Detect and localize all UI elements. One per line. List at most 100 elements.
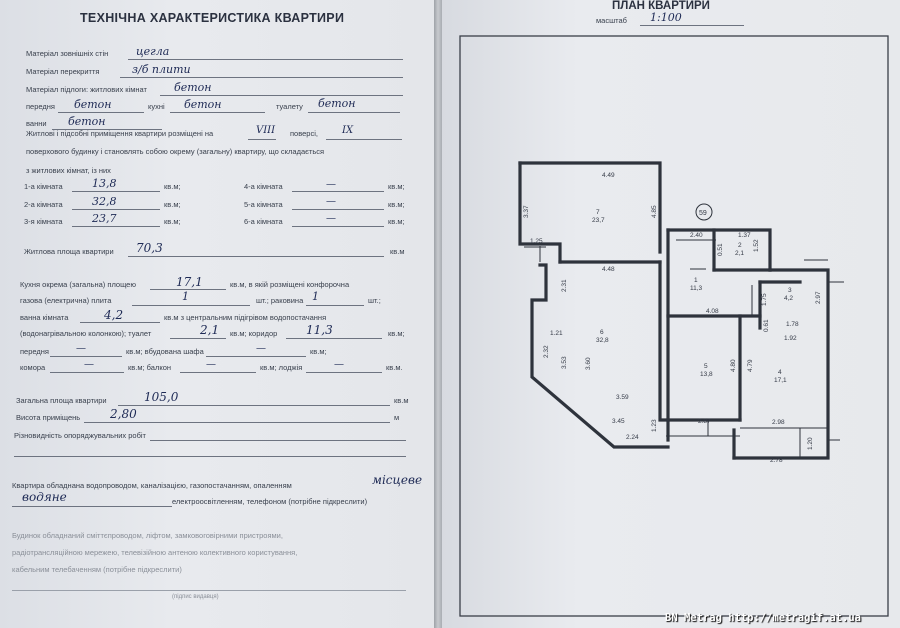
dim-2.78: 2.78 <box>770 457 783 464</box>
loggia-label: кв.м; лоджія <box>260 363 303 372</box>
dim-1.20: 1.20 <box>807 437 814 450</box>
heating-value: місцеве <box>372 473 423 487</box>
dim-1.52: 1.52 <box>753 239 760 252</box>
ceiling-label: Матеріал перекриття <box>26 67 100 76</box>
room-2-label: 2-а кімната <box>24 200 63 209</box>
sink-value: 1 <box>312 290 319 303</box>
kitchen-area-value: 17,1 <box>176 275 203 289</box>
dim-1.25: 1.25 <box>530 238 543 245</box>
stove-value: 1 <box>182 290 189 303</box>
room-4-line <box>292 191 384 192</box>
dim-2.87: 2.87 <box>698 418 711 425</box>
balcony-value: — <box>206 359 216 370</box>
room-7-area: 23,7 <box>592 217 605 224</box>
room-1-line <box>72 191 160 192</box>
floor-hall-label: передня <box>26 102 55 111</box>
dim-2.24: 2.24 <box>626 434 639 441</box>
height-line <box>84 422 390 423</box>
floor-line <box>160 95 403 96</box>
building-line1: Будинок обладнаний сміттєпроводом, ліфто… <box>12 531 283 540</box>
document-left-page <box>0 0 436 628</box>
room-3-value: 23,7 <box>92 212 117 225</box>
location-floor-line <box>248 139 276 140</box>
room-1-number: 1 <box>694 277 698 284</box>
total-area-line <box>118 405 390 406</box>
room-6-unit: кв.м; <box>388 217 405 226</box>
room-1-label: 1-а кімната <box>24 182 63 191</box>
plan-walls <box>518 161 830 460</box>
dim-2.32: 2.32 <box>543 345 550 358</box>
location-floor-value: VIII <box>256 125 276 136</box>
dim-2.31: 2.31 <box>561 279 568 292</box>
water-line <box>12 506 172 507</box>
signature-line <box>12 590 406 591</box>
wardrobe-value: — <box>256 343 266 354</box>
room-5-number: 5 <box>704 363 708 370</box>
location-line2: поверхового будинку і становлять собою о… <box>26 147 325 156</box>
room-4-area: 17,1 <box>774 377 787 384</box>
dim-4.85: 4.85 <box>651 205 658 218</box>
corridor-unit: кв.м; <box>388 329 405 338</box>
room-5-unit: кв.м; <box>388 200 405 209</box>
room-6-area: 32,8 <box>596 337 609 344</box>
plan-details <box>524 203 844 458</box>
total-area-unit: кв.м <box>394 396 409 405</box>
dim-0.51: 0.51 <box>717 243 724 256</box>
floor-bath-value: бетон <box>68 115 106 128</box>
water-value: водяне <box>22 490 67 504</box>
dim-4.80: 4.80 <box>730 359 737 372</box>
room-1-value: 13,8 <box>92 177 117 190</box>
bath-post: кв.м з центральним підігрівом водопостач… <box>164 313 327 322</box>
room-4-value: — <box>326 179 336 190</box>
floor-label: Матеріал підлоги: житлових кімнат <box>26 85 147 94</box>
kitchen-line2-post: шт.; <box>368 296 381 305</box>
room-3-number: 3 <box>788 287 792 294</box>
kitchen-line2: газова (електрична) плита <box>20 296 112 305</box>
corridor-value: 11,3 <box>306 323 333 337</box>
room-4-unit: кв.м; <box>388 182 405 191</box>
room-2-line <box>72 209 160 210</box>
toilet-value: 2,1 <box>200 323 220 337</box>
dim-3.37: 3.37 <box>523 205 530 218</box>
room-6-line <box>292 226 384 227</box>
scale-value: 1:100 <box>650 11 682 24</box>
location-total-line <box>326 139 402 140</box>
room-3-unit: кв.м; <box>164 217 181 226</box>
apartment-number-label: 59 <box>699 210 707 217</box>
ceiling-value: з/б плити <box>132 63 191 76</box>
kitchen-area-line <box>150 289 226 290</box>
floor-kitchen-line <box>170 112 265 113</box>
living-area-unit: кв.м <box>390 247 405 256</box>
document-title: ТЕХНІЧНА ХАРАКТЕРИСТИКА КВАРТИРИ <box>80 11 345 25</box>
storage-unit: кв.м. <box>386 363 403 372</box>
floor-rooms-value: бетон <box>174 81 212 94</box>
height-label: Висота приміщень <box>16 413 81 422</box>
room-5-label: 5-а кімната <box>244 200 283 209</box>
bath-label: ванна кімната <box>20 313 69 322</box>
hallway-unit: кв.м; <box>310 347 327 356</box>
storage-label: комора <box>20 363 46 372</box>
plan-title: ПЛАН КВАРТИРИ <box>612 0 710 12</box>
scale-line <box>640 25 744 26</box>
dim-3.45: 3.45 <box>612 418 625 425</box>
dim-4.08: 4.08 <box>706 308 719 315</box>
room-2-unit: кв.м; <box>164 200 181 209</box>
works-line-2 <box>14 456 406 457</box>
dim-1.21: 1.21 <box>550 330 563 337</box>
room-5-line <box>292 209 384 210</box>
dim-3.59: 3.59 <box>616 394 629 401</box>
floor-toilet-line <box>308 112 400 113</box>
room-6-number: 6 <box>600 329 604 336</box>
loggia-line <box>306 372 382 373</box>
height-unit: м <box>394 413 400 422</box>
ceiling-line <box>120 77 403 78</box>
balcony-line <box>180 372 256 373</box>
floor-hall-line <box>58 112 144 113</box>
signature-caption: (підпис видавця) <box>172 594 219 600</box>
kitchen-line2-mid: шт.; раковина <box>256 296 304 305</box>
floor-bath-line <box>52 129 162 130</box>
hallway-value: — <box>76 343 86 354</box>
loggia-value: — <box>334 359 344 370</box>
works-line <box>150 440 406 441</box>
sink-line <box>306 305 364 306</box>
